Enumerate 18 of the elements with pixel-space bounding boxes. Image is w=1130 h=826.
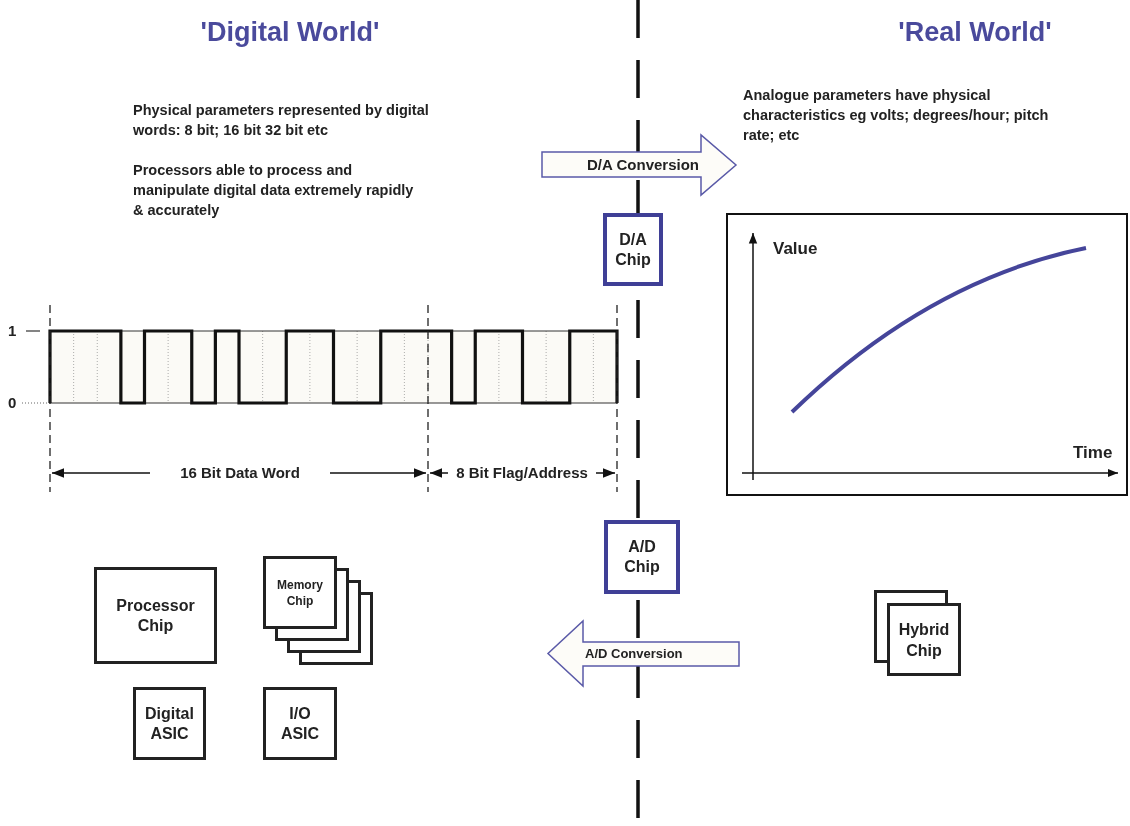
section-title: 'Real World' <box>897 16 1053 49</box>
block-arrow: D/A Conversion <box>541 134 737 196</box>
chip-stack: Memory Chip <box>263 556 373 665</box>
chip-box: I/O ASIC <box>263 687 337 760</box>
description-text: Physical parameters represented by digital words: 8 bit; 16 bit 32 bit etc <box>133 101 430 140</box>
block-arrow: A/D Conversion <box>547 620 740 687</box>
chip-box: Digital ASIC <box>133 687 206 760</box>
description-text: Processors able to process and manipulate digital data extremely rapidly & accurately <box>133 161 415 220</box>
description-text: Analogue parameters have physical characteristics eg volts; degrees/hour; pitch rate; etc <box>743 86 1050 145</box>
chart-panel <box>726 213 1128 496</box>
chip-box: Processor Chip <box>94 567 217 664</box>
level-label: 0 <box>8 393 18 413</box>
chip-box: A/D Chip <box>604 520 680 594</box>
level-label: 1 <box>8 321 18 341</box>
chip-box: D/A Chip <box>603 213 663 286</box>
axis-label: Time <box>1073 443 1113 463</box>
section-title: 'Digital World' <box>199 16 381 49</box>
axis-label: Value <box>773 239 818 259</box>
